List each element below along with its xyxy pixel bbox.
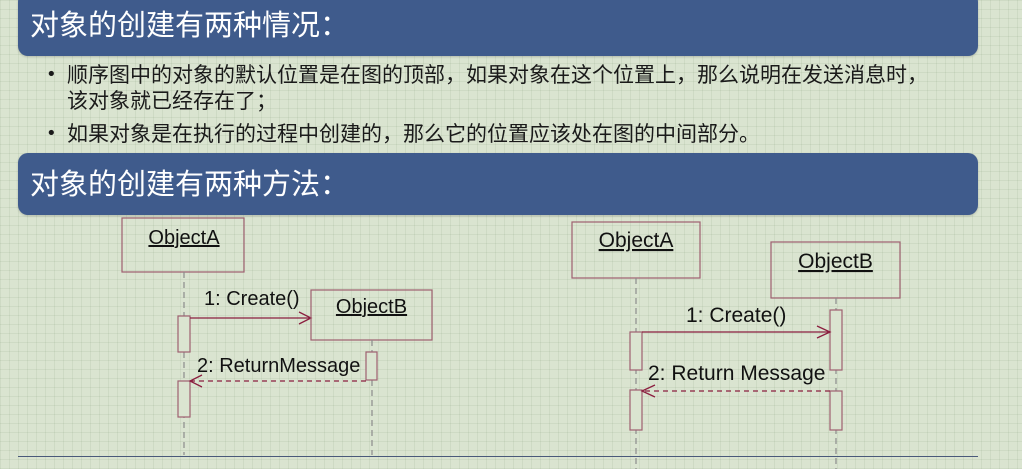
heading-situations: 对象的创建有两种情况：: [30, 8, 350, 42]
object-a-label: ObjectA: [599, 229, 674, 252]
return-message-arrowhead: [188, 374, 203, 388]
bullet-1-line-1: 顺序图中的对象的默认位置是在图的顶部，如果对象在这个位置上，那么说明在发送消息时…: [67, 63, 928, 87]
bullet-2-line-1: 如果对象是在执行的过程中创建的，那么它的位置应该处在图的中间部分。: [67, 122, 760, 146]
heading-methods: 对象的创建有两种方法：: [30, 167, 350, 201]
sequence-diagram-right: ObjectA ObjectB 1: Create() 2: Return Me…: [571, 221, 901, 469]
create-message-arrowhead: [816, 325, 832, 339]
object-a-label: ObjectA: [148, 227, 220, 249]
bottom-divider: [18, 456, 978, 457]
heading-bar-situations: 对象的创建有两种情况：: [18, 0, 978, 56]
return-message-arrowhead: [640, 384, 656, 398]
object-a-activation-1: [629, 331, 643, 371]
object-b-activation-1: [829, 309, 843, 371]
return-message-label: 2: Return Message: [648, 362, 825, 385]
sequence-diagram-left: ObjectA 1: Create() ObjectB 2: ReturnMes…: [121, 217, 433, 455]
heading-bar-methods: 对象的创建有两种方法：: [18, 153, 978, 215]
return-message-label: 2: ReturnMessage: [197, 355, 360, 377]
bullet-marker: •: [46, 123, 57, 144]
object-a-activation-2: [629, 389, 643, 431]
create-message-label: 1: Create(): [686, 304, 786, 327]
object-a-activation-1: [177, 315, 191, 353]
object-b-label: ObjectB: [798, 250, 873, 273]
object-a-activation-2: [177, 380, 191, 418]
bullet-1-line-2: 该对象就已经存在了；: [67, 89, 277, 113]
object-b-activation: [365, 351, 378, 381]
create-message-label: 1: Create(): [204, 288, 300, 310]
object-b-label: ObjectB: [336, 296, 407, 318]
object-b-activation-2: [829, 390, 843, 431]
object-a-box: [121, 217, 245, 273]
bullet-marker: •: [46, 64, 57, 85]
